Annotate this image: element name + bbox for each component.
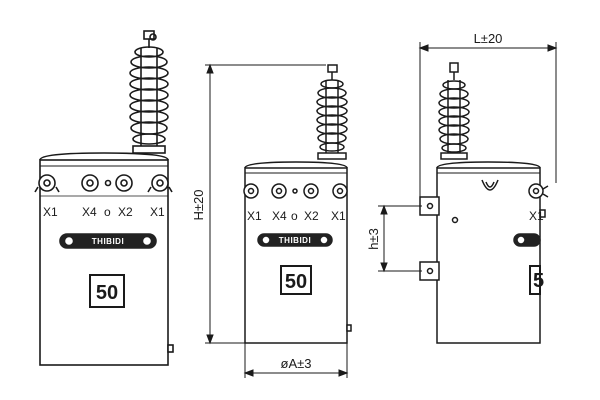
lv-terminals xyxy=(34,174,173,193)
terminal-x1-left xyxy=(243,183,259,199)
ground-pad xyxy=(167,344,174,353)
rating-value-partial: 5 xyxy=(533,270,544,292)
terminal-x1 xyxy=(528,183,549,199)
terminal-label: X1 xyxy=(43,205,58,219)
terminal-x1-right xyxy=(332,183,348,199)
terminal-label: X4 xyxy=(82,205,97,219)
diameter-dimension-label: øA±3 xyxy=(281,356,312,371)
rating-value: 50 xyxy=(96,282,118,304)
terminal-neutral xyxy=(104,179,112,187)
length-dimension xyxy=(418,42,558,197)
terminal-label: X1 xyxy=(331,209,346,223)
mounting-bracket-lower xyxy=(419,261,440,281)
rating-box xyxy=(529,265,541,295)
hv-bushing-connector xyxy=(449,62,459,80)
terminal-label: X2 xyxy=(118,205,133,219)
ground-pad xyxy=(346,324,352,332)
side-view xyxy=(378,42,558,344)
view2-labels: X1 X4 o X2 X1 THIBIDI 50 H±20 øA±3 xyxy=(191,190,346,371)
brand-badge xyxy=(257,233,333,247)
tank-body xyxy=(244,161,348,344)
brand-name: THIBIDI xyxy=(92,237,124,246)
bracket-spacing-dimension xyxy=(378,204,422,273)
view3-labels: X1 5 L±20 h±3 xyxy=(366,31,544,292)
terminal-label: o xyxy=(291,209,298,223)
diameter-dimension xyxy=(243,343,349,378)
ground-pad xyxy=(539,209,546,218)
hv-bushing-insulator xyxy=(129,46,169,154)
terminal-x4 xyxy=(81,174,99,192)
terminal-x2 xyxy=(303,183,319,199)
view1-labels: X1 X4 o X2 X1 THIBIDI 50 xyxy=(43,205,165,304)
lv-terminals xyxy=(243,183,348,199)
brand-badge-edge xyxy=(513,233,541,247)
lifting-lug xyxy=(481,179,499,191)
terminal-label: X1 xyxy=(150,205,165,219)
terminal-label: o xyxy=(104,205,111,219)
front-view-large xyxy=(34,30,174,366)
front-view-dimensioned xyxy=(205,63,352,378)
terminal-label: X2 xyxy=(304,209,319,223)
brand-badge xyxy=(59,233,157,249)
terminal-x1-right xyxy=(147,174,173,193)
tank-body xyxy=(436,161,541,344)
terminal-label: X4 xyxy=(272,209,287,223)
tank-body xyxy=(39,152,169,366)
brand-name: THIBIDI xyxy=(279,236,311,245)
hv-bushing-insulator xyxy=(316,79,348,160)
terminal-x4 xyxy=(271,183,287,199)
hv-bushing-connector xyxy=(327,64,338,80)
height-dimension xyxy=(205,63,326,345)
terminal-label: X1 xyxy=(529,209,544,223)
length-dimension-label: L±20 xyxy=(474,31,503,46)
hv-bushing-connector xyxy=(143,30,157,48)
terminal-label: X1 xyxy=(247,209,262,223)
rating-box xyxy=(89,274,125,308)
terminal-x1-left xyxy=(34,174,60,193)
terminal-x2 xyxy=(115,174,133,192)
height-dimension-label: H±20 xyxy=(191,190,206,221)
rating-value: 50 xyxy=(285,271,307,293)
bracket-dimension-label: h±3 xyxy=(366,228,381,250)
terminal-neutral xyxy=(292,188,298,194)
hv-bushing-insulator xyxy=(438,80,470,160)
rating-box xyxy=(280,265,312,295)
